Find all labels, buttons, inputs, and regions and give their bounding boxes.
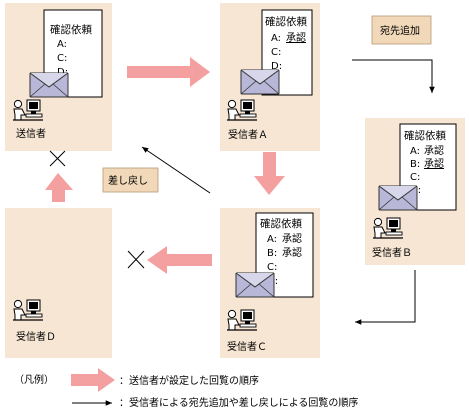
user-at-computer-icon xyxy=(226,309,258,331)
receiver-c-row-key: A: xyxy=(267,234,277,245)
receiver-a-doc-title: 確認依頼 xyxy=(265,15,307,28)
user-at-computer-icon xyxy=(372,217,404,239)
add-recipient-tag-label: 宛先追加 xyxy=(380,24,420,37)
envelope-icon xyxy=(29,72,69,98)
receiver-a-row-key: C: xyxy=(271,47,281,58)
add-recipient-tag xyxy=(371,15,432,45)
receiver-b-row-key: C: xyxy=(410,172,420,183)
panel-receiver-d xyxy=(5,208,112,358)
receiver-c-label: 受信者Ｃ xyxy=(227,341,267,353)
user-at-computer-icon xyxy=(12,299,44,321)
cross-mark-icon xyxy=(49,150,66,167)
receiver-c-row-status: 承認 xyxy=(282,232,302,245)
receiver-b-row-key: B: xyxy=(410,159,420,170)
legend-pink-arrow xyxy=(71,368,115,392)
send-back-tag-label: 差し戻し xyxy=(108,174,148,187)
sender-row-key: A: xyxy=(57,39,67,50)
legend-title: （凡例） xyxy=(14,373,54,386)
return-line-arrow xyxy=(355,270,416,325)
send-back-tag xyxy=(102,167,159,193)
pink-arrow-right xyxy=(127,57,210,87)
sender-row-key: C: xyxy=(57,53,67,64)
receiver-b-row-key: A: xyxy=(410,146,420,157)
pink-arrow-down xyxy=(254,152,285,195)
user-at-computer-icon xyxy=(12,99,44,121)
send-back-line-arrow xyxy=(141,146,211,194)
receiver-c-row-key: C: xyxy=(267,262,277,273)
legend-line-desc: ：受信者による宛先追加や差し戻しによる回覧の順序 xyxy=(119,396,358,409)
user-at-computer-icon xyxy=(226,99,258,121)
pink-arrow-left xyxy=(147,246,212,274)
sender-label: 送信者 xyxy=(16,127,46,140)
receiver-a-label: 受信者Ａ xyxy=(228,129,268,141)
pink-arrow-up xyxy=(45,173,73,202)
receiver-b-row-status: 承認 xyxy=(424,157,444,170)
envelope-icon xyxy=(378,185,418,211)
cross-mark-icon xyxy=(127,250,145,269)
receiver-b-document-icon: 確認依頼 A: 承認 B: 承認 C: D: xyxy=(399,123,457,211)
receiver-a-row-key: A: xyxy=(271,33,281,44)
receiver-a-row-status: 承認 xyxy=(286,31,306,44)
receiver-c-row-key: B: xyxy=(267,248,277,259)
envelope-icon xyxy=(235,272,275,298)
envelope-icon xyxy=(240,69,280,95)
receiver-c-row-status: 承認 xyxy=(282,246,302,259)
sender-doc-title: 確認依頼 xyxy=(50,23,92,36)
receiver-c-doc-title: 確認依頼 xyxy=(260,217,302,230)
add-recipient-line-arrow xyxy=(352,59,435,93)
receiver-b-label: 受信者Ｂ xyxy=(372,247,412,259)
receiver-a-row-key: D: xyxy=(271,61,282,72)
receiver-d-label: 受信者Ｄ xyxy=(16,331,56,343)
receiver-b-doc-title: 確認依頼 xyxy=(404,129,446,142)
legend-pink-desc: ：送信者が設定した回覧の順序 xyxy=(119,374,259,387)
receiver-b-row-status: 承認 xyxy=(424,144,444,157)
